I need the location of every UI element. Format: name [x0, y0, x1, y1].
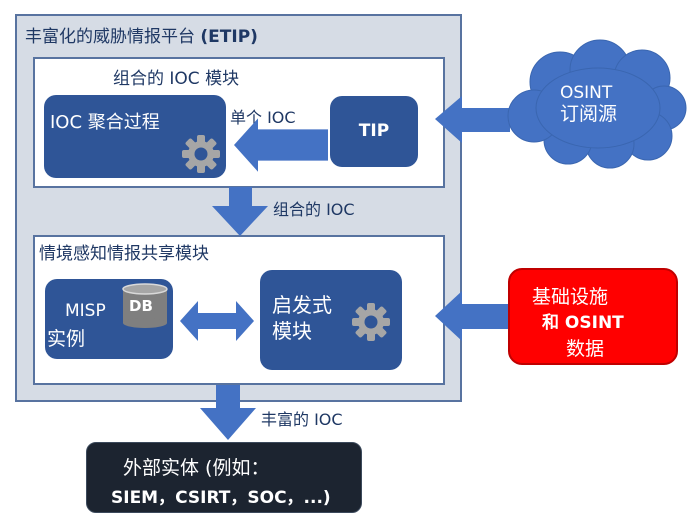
- infra-data-line2: 和 OSINT: [542, 313, 624, 333]
- platform-title-text: 丰富化的威胁情报平台: [25, 27, 195, 47]
- heuristic-module-node[interactable]: 启发式 模块: [260, 270, 402, 370]
- tip-node[interactable]: TIP: [330, 96, 418, 167]
- gear-icon: [352, 303, 390, 341]
- platform-title-abbr: (ETIP): [200, 27, 258, 47]
- heuristic-label-line2: 模块: [272, 319, 312, 343]
- external-line1: 外部实体 (例如：: [123, 457, 270, 479]
- infra-data-line1: 基础设施: [532, 286, 609, 308]
- db-label: DB: [129, 297, 153, 315]
- situational-sharing-module-title: 情境感知情报共享模块: [39, 244, 209, 264]
- single-ioc-label: 单个 IOC: [230, 108, 296, 127]
- heuristic-label-line1: 启发式: [272, 293, 332, 317]
- platform-title: 丰富化的威胁情报平台 (ETIP): [25, 22, 258, 47]
- tip-label: TIP: [358, 121, 390, 141]
- osint-cloud-line1: OSINT: [560, 83, 613, 103]
- external-entities-node[interactable]: 外部实体 (例如： SIEM，CSIRT，SOC，...): [86, 442, 362, 513]
- enriched-ioc-label: 丰富的 IOC: [261, 410, 343, 429]
- ioc-aggregation-label: IOC 聚合过程: [50, 112, 160, 133]
- database-icon: [122, 283, 168, 328]
- osint-cloud-line2: 订阅源: [560, 103, 618, 125]
- gear-icon: [182, 135, 220, 173]
- misp-instance-node[interactable]: MISP 实例 DB: [45, 279, 173, 359]
- misp-label: MISP: [65, 301, 106, 321]
- combined-ioc-module-title: 组合的 IOC 模块: [113, 69, 240, 89]
- infra-data-line3: 数据: [566, 338, 605, 360]
- misp-instance-label: 实例: [47, 328, 86, 350]
- external-line2: SIEM，CSIRT，SOC，...): [111, 488, 331, 508]
- combined-ioc-label: 组合的 IOC: [273, 200, 355, 219]
- ioc-aggregation-node[interactable]: IOC 聚合过程: [44, 95, 226, 178]
- osint-cloud[interactable]: OSINT 订阅源: [560, 83, 617, 125]
- infra-osint-data-node[interactable]: 基础设施 和 OSINT 数据: [508, 268, 678, 365]
